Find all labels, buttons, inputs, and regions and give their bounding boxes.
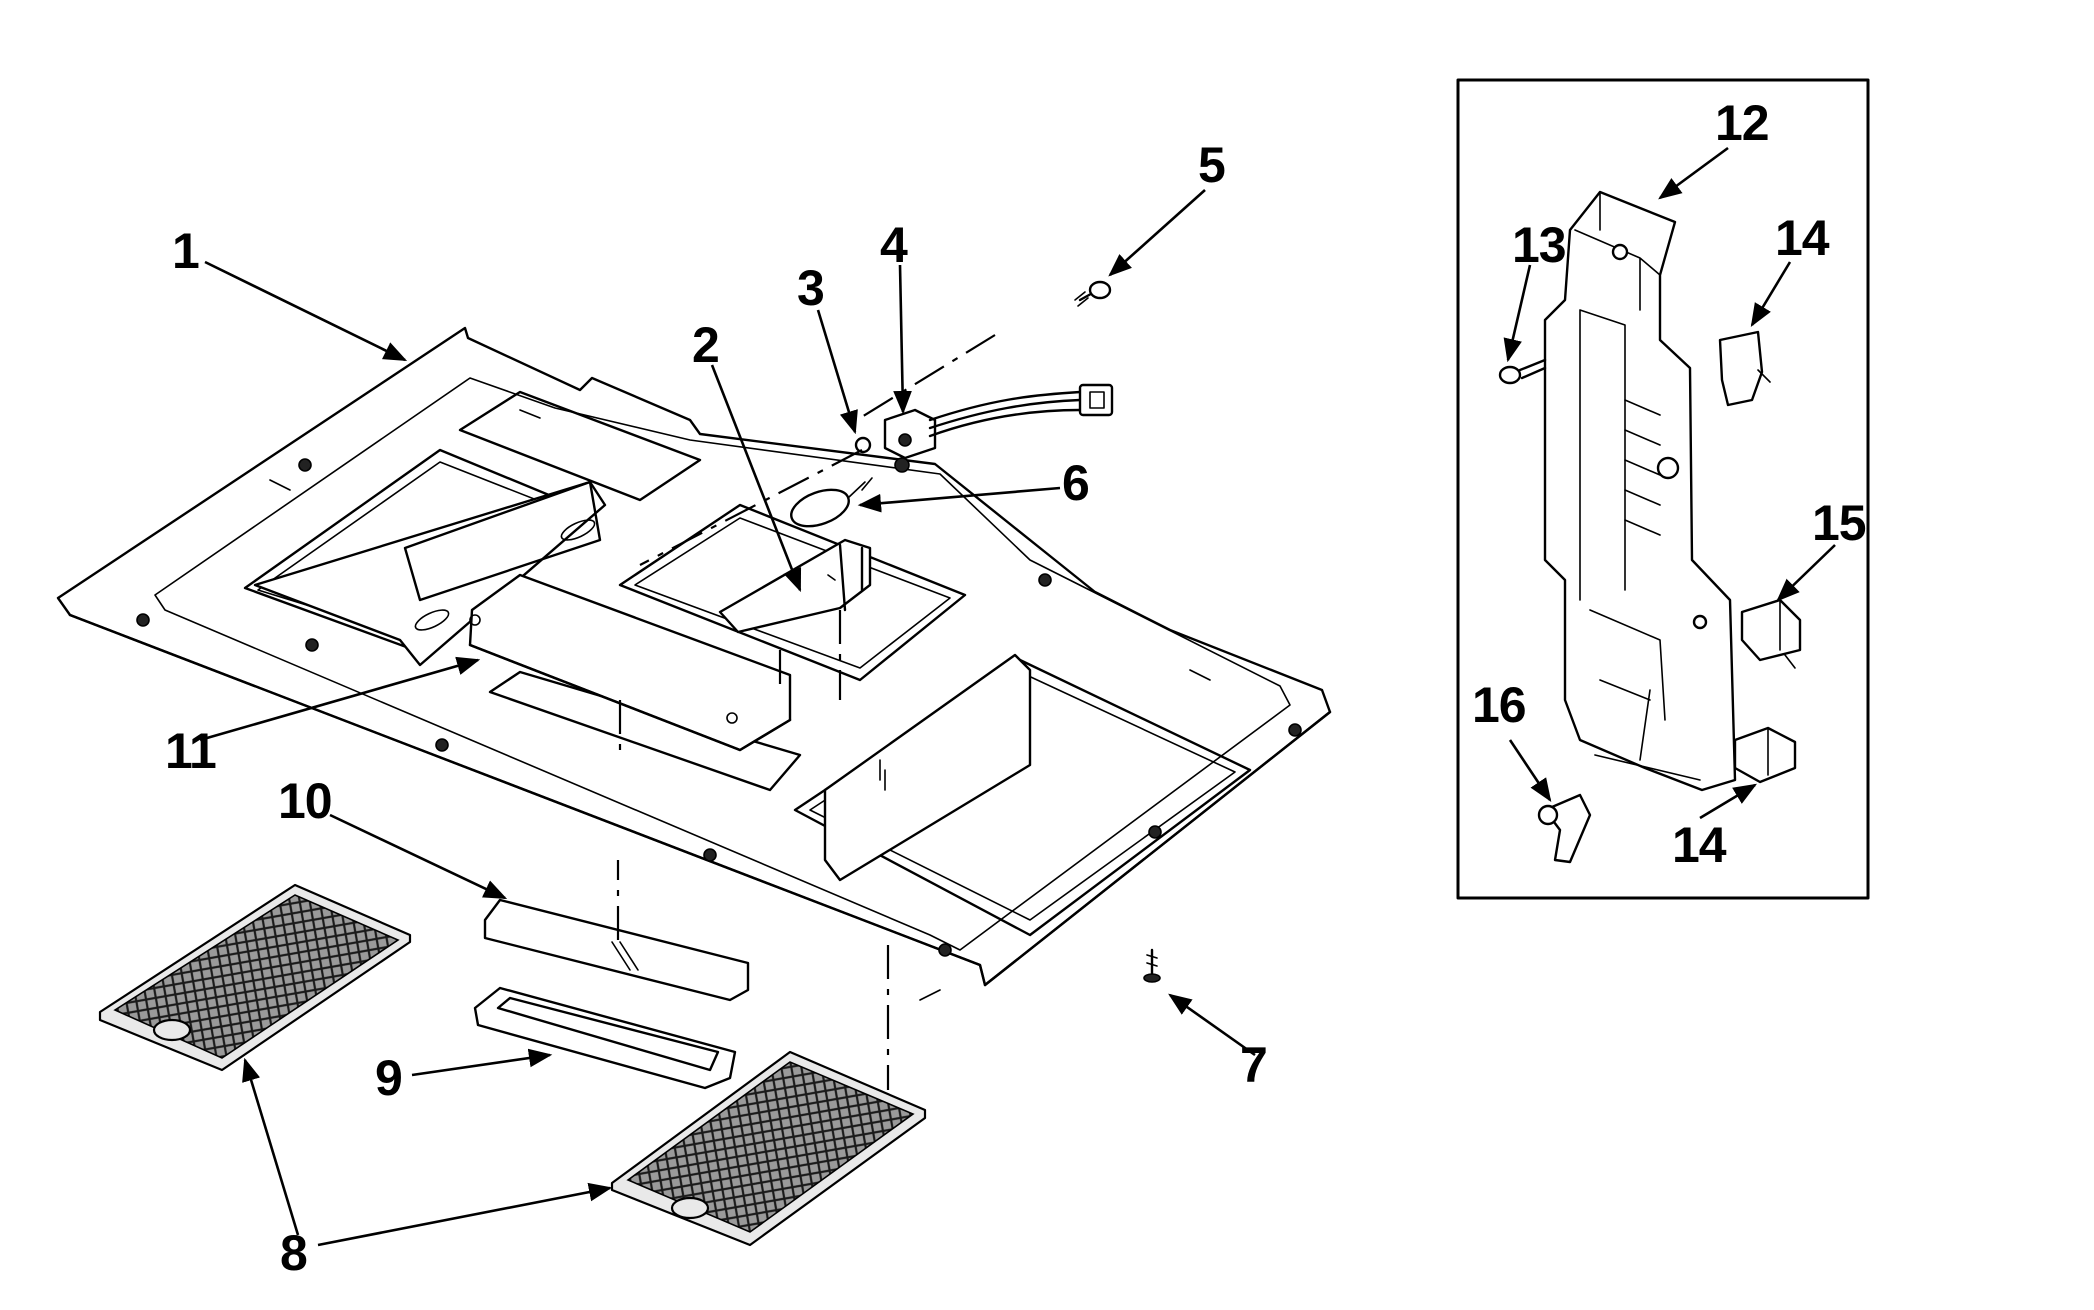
callout-16: 16 [1472, 677, 1526, 733]
callout-9: 9 [375, 1050, 402, 1106]
leader-lines [199, 146, 1836, 1247]
callout-2: 2 [692, 317, 719, 373]
latch-body [1543, 190, 1737, 792]
grease-filter-right [610, 1050, 927, 1247]
callout-14-top: 14 [1775, 210, 1830, 266]
sensor-harness [883, 383, 1114, 473]
latch-screw [1498, 358, 1547, 385]
callout-12: 12 [1715, 95, 1769, 151]
latch-inset-box [1456, 78, 1870, 900]
fuse [790, 477, 873, 528]
callout-11: 11 [165, 723, 216, 779]
callout-4: 4 [880, 217, 908, 273]
grease-filter-left [98, 883, 412, 1072]
lamp-cover [473, 986, 737, 1090]
callout-labels: 1 2 3 4 5 6 7 8 9 10 11 12 13 14 14 15 1… [165, 95, 1867, 1281]
latch-lever [1537, 793, 1592, 864]
callout-14-bottom: 14 [1672, 817, 1727, 873]
nut [854, 436, 872, 454]
callout-13: 13 [1512, 217, 1566, 273]
switch-14-bottom [1733, 726, 1797, 784]
callout-10: 10 [278, 773, 332, 829]
callout-7: 7 [1240, 1037, 1267, 1093]
callout-1: 1 [172, 223, 199, 279]
assembly-center-lines [616, 334, 996, 1090]
callout-6: 6 [1062, 455, 1089, 511]
plate-holes [136, 458, 1302, 957]
switch-14-top [1718, 330, 1771, 407]
callout-3: 3 [797, 260, 824, 316]
callout-15: 15 [1812, 495, 1866, 551]
callout-5: 5 [1198, 137, 1225, 193]
callout-8: 8 [280, 1225, 307, 1281]
switch-15 [1740, 598, 1802, 669]
bottom-plate [56, 326, 1332, 1001]
screw-5 [1074, 280, 1112, 307]
screw-7 [1143, 948, 1161, 983]
